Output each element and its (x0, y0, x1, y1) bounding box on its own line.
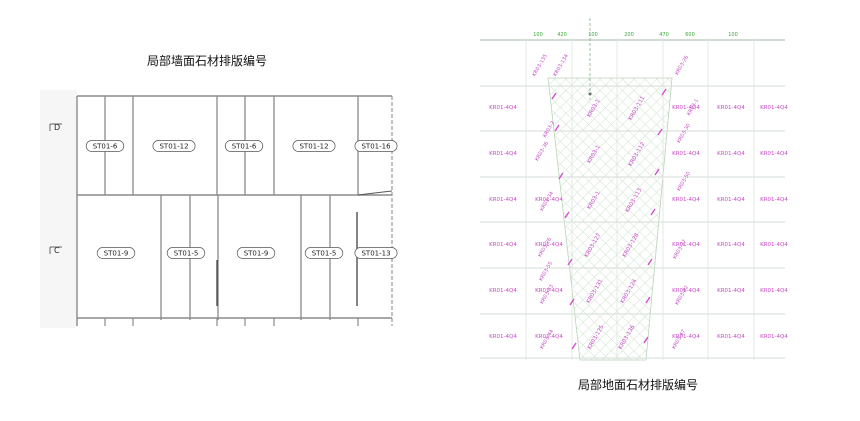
wall-corner-line (357, 190, 393, 196)
wall-tag-bottom: ST01-5 (304, 247, 344, 259)
floor-star-mark: * (588, 91, 592, 100)
floor-edge-tick (558, 172, 564, 180)
floor-tile-label: KR01-4Q4 (717, 288, 745, 294)
floor-tile-label: KR01-4Q4 (489, 197, 517, 203)
tag-text: ST01-9 (244, 250, 269, 258)
tag-outline (236, 247, 276, 259)
floor-tile-label: KR01-4Q4 (535, 334, 563, 340)
tag-outline (304, 247, 344, 259)
floor-dim-label: 100 (533, 32, 543, 38)
floor-tile-label: KR01-4Q4 (489, 288, 517, 294)
tag-text: ST01-12 (159, 143, 188, 151)
floor-tile-label: KR01-4Q4 (672, 288, 700, 294)
floor-edge-tick (569, 298, 575, 306)
floor-tile-label: KR01-4Q4 (717, 334, 745, 340)
tag-text: ST01-6 (93, 143, 118, 151)
floor-tile-label: KR01-4Q4 (535, 197, 563, 203)
floor-tile-label: KR01-4Q4 (760, 334, 788, 340)
floor-tile-label: KR01-4Q4 (672, 105, 700, 111)
wall-tag-bottom: ST01-5 (166, 247, 206, 259)
floor-tile-label: KR01-4Q4 (717, 151, 745, 157)
floor-tile-label: KR01-4Q4 (489, 334, 517, 340)
floor-dim-label: 200 (624, 32, 634, 38)
floor-edge-tick (571, 342, 577, 350)
floor-edge-tick (645, 296, 651, 304)
floor-tile-label: KR01-4Q4 (760, 288, 788, 294)
tag-outline (292, 140, 336, 152)
hatched-zone-cross (548, 78, 672, 360)
tag-text: ST01-13 (361, 250, 390, 258)
floor-edge-tick (567, 258, 573, 266)
floor-tile-label: KR01-4Q4 (717, 105, 745, 111)
floor-dim-label: 420 (557, 32, 567, 38)
floor-dim-label: 470 (659, 32, 669, 38)
floor-tile-label: KR01-4Q4 (760, 197, 788, 203)
floor-tile-label: KR01-4Q4 (760, 242, 788, 248)
floor-tile-label: KR01-4Q4 (489, 151, 517, 157)
tag-outline (166, 247, 206, 259)
floor-tile-label: KR01-4Q4 (535, 288, 563, 294)
tag-outline (96, 247, 136, 259)
floor-edge-tick (643, 336, 649, 344)
wall-tag-top: ST01-16 (354, 140, 398, 152)
tag-outline (152, 140, 196, 152)
row-marker-label-c: C (54, 246, 60, 255)
floor-tile-label: KR01-4Q4 (717, 242, 745, 248)
tag-outline (85, 140, 125, 152)
wall-margin-band (40, 90, 77, 328)
floor-edge-tick (554, 124, 560, 132)
tag-text: ST01-16 (361, 143, 391, 151)
wall-tag-bottom: ST01-9 (96, 247, 136, 259)
floor-edge-tick (661, 88, 667, 96)
tag-text: ST01-12 (299, 143, 328, 151)
wall-tag-bottom: ST01-9 (236, 247, 276, 259)
floor-dim-label: 100 (728, 32, 738, 38)
tag-text: ST01-5 (174, 250, 199, 258)
floor-tile-label: KR01-4Q4 (760, 105, 788, 111)
row-marker-label-d: D (54, 123, 60, 132)
floor-dim-label: 100 (588, 32, 598, 38)
tag-outline (224, 140, 264, 152)
wall-tag-top: ST01-12 (152, 140, 196, 152)
floor-tile-label: KR01-4Q4 (489, 242, 517, 248)
floor-edge-tick (657, 128, 663, 136)
wall-tag-top: ST01-6 (224, 140, 264, 152)
tag-text: ST01-6 (232, 143, 257, 151)
floor-edge-tick (650, 208, 656, 216)
wall-caption: 局部墙面石材排版编号 (147, 54, 268, 68)
tag-text: ST01-5 (312, 250, 337, 258)
floor-tile-label: KR01-4Q4 (535, 242, 563, 248)
wall-tag-bottom: ST01-13 (354, 247, 398, 259)
tag-outline (354, 140, 398, 152)
floor-tile-label: KR01-4Q4 (672, 197, 700, 203)
floor-dim-label: 600 (685, 32, 695, 38)
tag-text: ST01-9 (104, 250, 129, 258)
wall-elevation: D C ST01-6 ST01-12 ST01-6 ST01-12 ST01-16ST01-… (40, 90, 398, 328)
floor-edge-tick (551, 92, 557, 100)
wall-tag-top: ST01-6 (85, 140, 125, 152)
floor-tile-label: KR01-4Q4 (760, 151, 788, 157)
wall-tag-top: ST01-12 (292, 140, 336, 152)
floor-tile-label: KR01-4Q4 (489, 105, 517, 111)
floor-tile-label: KR01-4Q4 (672, 242, 700, 248)
floor-tile-label: KR01-4Q4 (672, 334, 700, 340)
floor-tile-label: KR01-4Q4 (717, 197, 745, 203)
tag-outline (354, 247, 398, 259)
floor-edge-tick (647, 258, 653, 266)
floor-caption: 局部地面石材排版编号 (578, 378, 699, 392)
floor-tile-label: KR01-4Q4 (672, 151, 700, 157)
floor-edge-tick (654, 168, 660, 176)
floor-edge-tick (564, 211, 570, 219)
